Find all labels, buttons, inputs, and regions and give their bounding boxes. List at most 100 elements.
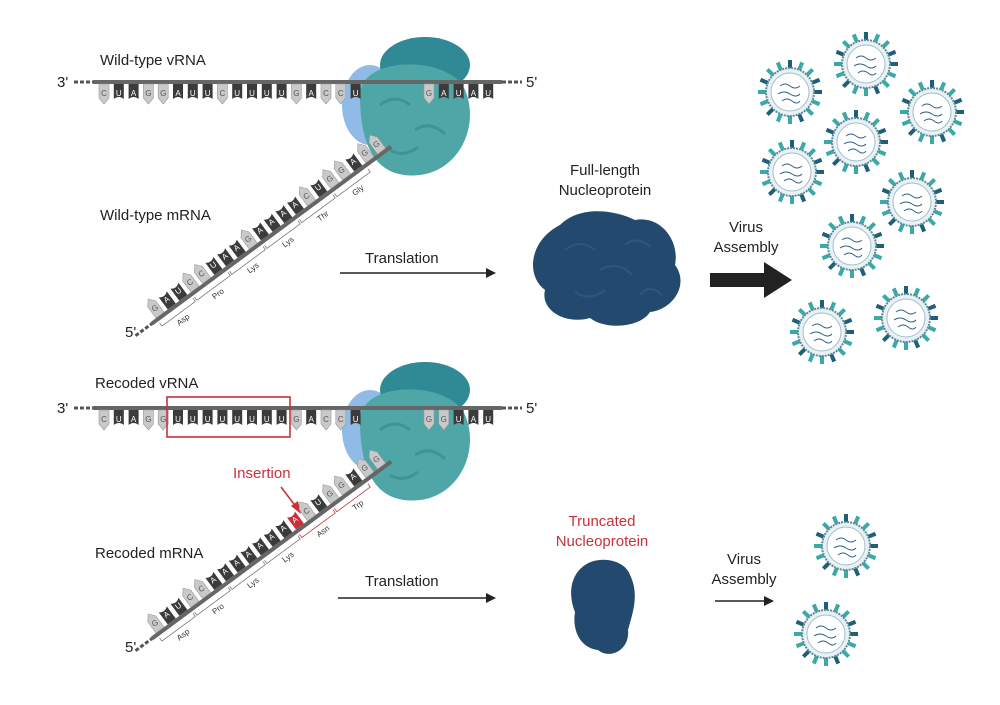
nucleotide-G: G: [322, 169, 340, 190]
codon-bracket: [159, 297, 196, 327]
svg-text:G: G: [426, 89, 432, 98]
nucleotide-G: G: [368, 449, 386, 470]
nucleotide-A: A: [173, 84, 183, 99]
svg-text:A: A: [131, 415, 137, 424]
nucleotide-C: C: [335, 409, 347, 431]
codon-bracket: [264, 220, 301, 250]
virus-particle: [900, 80, 964, 144]
svg-text:C: C: [185, 592, 195, 603]
nucleotide-U: U: [247, 84, 257, 99]
svg-text:G: G: [426, 415, 432, 424]
full-length-nucleoprotein: [533, 211, 681, 326]
nucleotide-C: C: [98, 409, 110, 431]
svg-text:G: G: [325, 173, 335, 184]
nucleotide-G: G: [357, 143, 375, 164]
svg-text:A: A: [208, 575, 218, 586]
assembly-bottom-line2: Assembly: [711, 571, 777, 588]
translation-arrow-bottom: [338, 593, 496, 603]
nucleotide-U: U: [276, 410, 287, 425]
svg-text:C: C: [302, 506, 312, 517]
nucleotide-U: U: [310, 494, 328, 513]
wildtype-vrna-label: Wild-type vRNA: [100, 52, 206, 69]
nucleotide-U: U: [170, 597, 188, 616]
nucleotide-G: G: [423, 409, 435, 431]
nucleotide-A: A: [228, 554, 246, 573]
nucleotide-U: U: [202, 84, 213, 99]
recoded-vrna-label: Recoded vRNA: [95, 375, 198, 392]
virus-layer: [758, 32, 964, 666]
nucleotide-A: A: [275, 205, 293, 224]
svg-text:A: A: [267, 216, 277, 227]
nucleotide-G: G: [322, 484, 340, 505]
codon-bracket: [159, 612, 196, 642]
three-prime-label: 3': [57, 74, 68, 91]
svg-text:A: A: [220, 566, 230, 577]
svg-text:U: U: [485, 89, 491, 98]
nucleotide-G: G: [291, 83, 302, 105]
nucleotide-U: U: [187, 84, 198, 99]
nucleotide-A: A: [158, 606, 176, 625]
nucleotide-U: U: [483, 410, 494, 425]
nucleotide-U: U: [453, 84, 464, 99]
codon-bracket: [194, 272, 231, 301]
svg-text:C: C: [220, 89, 226, 98]
virus-particle: [794, 602, 858, 666]
mrna-five-prime: 5': [125, 639, 136, 656]
svg-text:U: U: [249, 89, 255, 98]
nucleotide-A: A: [205, 571, 223, 590]
nucleotide-G: G: [291, 409, 302, 431]
translation-label-top: Translation: [365, 250, 439, 267]
svg-text:U: U: [208, 260, 218, 271]
nucleotide-U: U: [261, 84, 272, 99]
nucleotide-U: U: [310, 179, 328, 198]
svg-text:U: U: [353, 415, 359, 424]
codon-bracket: [229, 246, 266, 275]
svg-text:C: C: [302, 191, 312, 202]
nucleotide-G: G: [240, 229, 258, 250]
svg-text:G: G: [160, 415, 166, 424]
codon-bracket: [299, 194, 336, 224]
nucleotide-A: A: [263, 213, 281, 232]
svg-text:C: C: [185, 277, 195, 288]
svg-text:U: U: [353, 89, 359, 98]
svg-text:G: G: [325, 488, 335, 499]
svg-text:G: G: [160, 89, 166, 98]
nucleotide-A: A: [240, 546, 258, 565]
insertion-label: Insertion: [233, 465, 291, 482]
svg-text:A: A: [471, 415, 477, 424]
svg-text:A: A: [162, 294, 172, 305]
nucleotide-U: U: [232, 410, 243, 425]
nucleotide-A: A: [275, 520, 293, 539]
codon-label: Asp: [175, 627, 192, 643]
codon-bracket: [229, 561, 266, 590]
svg-text:A: A: [131, 89, 137, 98]
nucleotide-U: U: [173, 410, 183, 425]
svg-text:U: U: [264, 415, 270, 424]
svg-text:U: U: [234, 89, 240, 98]
svg-text:A: A: [441, 89, 447, 98]
ribosome-layer: [342, 37, 470, 501]
nucleotide-C: C: [298, 186, 317, 207]
virus-particle: [760, 140, 824, 204]
nucleotide-G: G: [147, 298, 165, 319]
svg-text:C: C: [338, 89, 344, 98]
assembly-label-line2: Assembly: [713, 239, 779, 256]
svg-text:G: G: [360, 148, 370, 159]
svg-text:A: A: [471, 89, 477, 98]
svg-text:U: U: [456, 89, 462, 98]
five-prime-label: 5': [526, 400, 537, 417]
svg-text:U: U: [190, 89, 196, 98]
svg-text:G: G: [293, 415, 299, 424]
translation-arrow-top: [340, 268, 496, 278]
nucleotide-U: U: [113, 84, 124, 99]
virus-particle: [758, 60, 822, 124]
nucleotide-A: A: [345, 468, 363, 487]
svg-text:A: A: [162, 609, 172, 620]
svg-text:C: C: [323, 415, 329, 424]
three-prime-label: 3': [57, 400, 68, 417]
